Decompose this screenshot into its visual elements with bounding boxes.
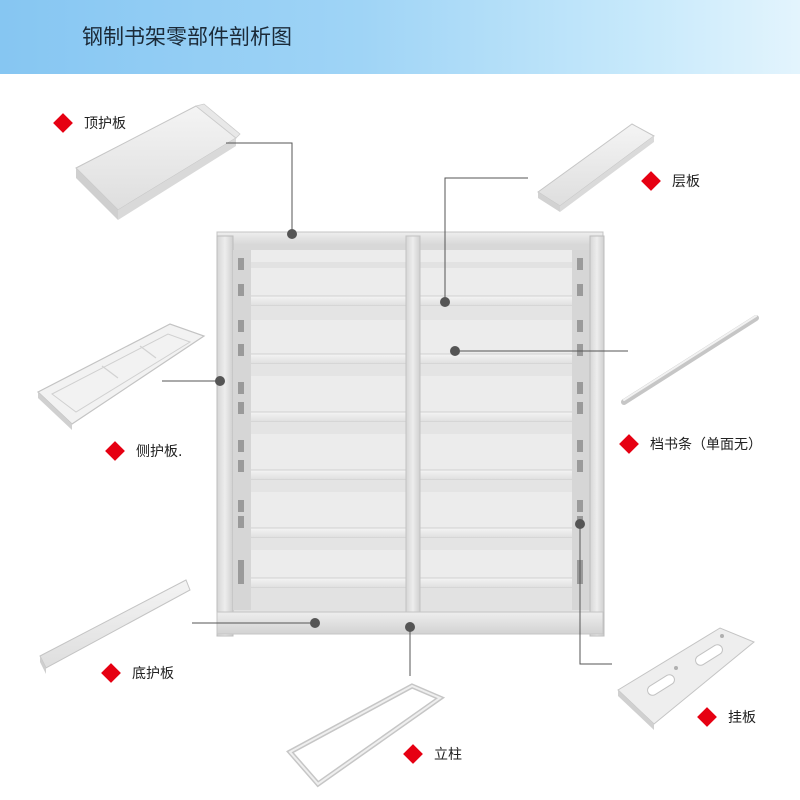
red-diamond-marker-icon: [53, 113, 73, 133]
part-label: 底护板: [132, 666, 174, 682]
left-hanging-slots: [238, 258, 244, 584]
column-part: [286, 683, 446, 788]
title-banner: 钢制书架零部件剖析图: [0, 0, 800, 74]
bottom-guard-part: [39, 579, 191, 674]
hanging-plate-part: [617, 627, 755, 730]
label-bottom-guard: 底护板: [100, 662, 174, 684]
middle-column: [405, 235, 421, 617]
part-label: 层板: [672, 174, 700, 190]
label-column: 立柱: [402, 743, 462, 765]
leader-lines: [162, 142, 628, 676]
shelf-level: [231, 469, 593, 492]
right-upright: [589, 235, 605, 637]
page-title: 钢制书架零部件剖析图: [82, 25, 292, 49]
part-label: 挂板: [728, 710, 756, 726]
red-diamond-marker-icon: [619, 434, 639, 454]
top-guard-part: [75, 103, 241, 220]
shelf-level: [231, 353, 593, 376]
part-label: 侧护板.: [136, 444, 183, 460]
shelf-level: [232, 262, 592, 268]
shelf-board-part: [537, 123, 655, 212]
red-diamond-marker-icon: [697, 707, 717, 727]
label-top-guard: 顶护板: [52, 112, 126, 134]
label-book-stop: 档书条（单面无）: [618, 433, 762, 455]
red-diamond-marker-icon: [105, 441, 125, 461]
shelf-level: [231, 527, 593, 550]
label-shelf-board: 层板: [640, 170, 700, 192]
side-guard-part: [36, 323, 206, 430]
left-upright: [216, 235, 234, 637]
leader-dots: [215, 229, 585, 632]
red-diamond-marker-icon: [101, 663, 121, 683]
label-side-guard: 侧护板.: [104, 440, 182, 462]
part-label: 立柱: [434, 747, 462, 763]
shelf-levels: [231, 262, 593, 612]
label-hanging-plate: 挂板: [696, 706, 756, 728]
red-diamond-marker-icon: [403, 744, 423, 764]
book-stop-part: [621, 315, 759, 405]
part-label: 顶护板: [84, 116, 126, 132]
bookshelf-frame: [216, 231, 605, 637]
red-diamond-marker-icon: [641, 171, 661, 191]
leader-shelf-board: [444, 177, 528, 302]
leader-hanging-plate: [579, 524, 612, 665]
leader-top-guard: [226, 142, 293, 234]
part-label: 档书条（单面无）: [650, 437, 762, 453]
